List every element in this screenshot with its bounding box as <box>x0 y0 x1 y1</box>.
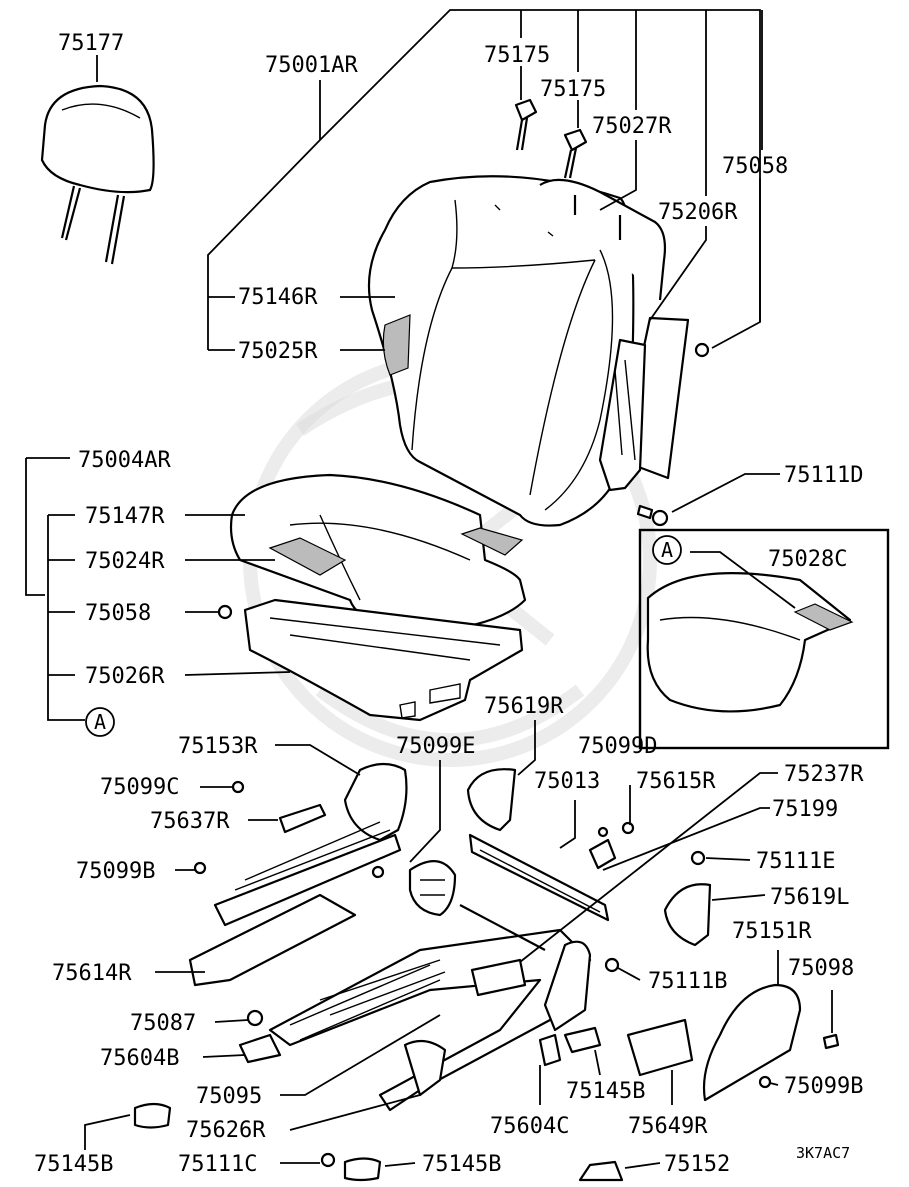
callout-a-detail: A <box>652 535 682 565</box>
part-label-75177: 75177 <box>58 31 124 56</box>
leader-lines <box>25 9 833 1169</box>
part-label-75175-a: 75175 <box>484 43 550 68</box>
callout-letter: A <box>661 538 673 562</box>
part-label-75649r: 75649R <box>628 1114 708 1139</box>
part-labels: 75177 75001AR 75175 75175 75027R 75058 7… <box>34 31 864 1177</box>
part-label-75151r: 75151R <box>732 919 812 944</box>
part-label-75626r: 75626R <box>186 1118 266 1143</box>
detail-a-box <box>638 528 890 750</box>
callout-letter: A <box>94 710 106 734</box>
seat-cushion-shape <box>217 473 527 634</box>
part-label-75026r: 75026R <box>85 664 165 689</box>
part-label-75004ar: 75004AR <box>78 448 171 473</box>
part-label-75619l: 75619L <box>770 885 849 910</box>
part-label-75111c: 75111C <box>178 1152 257 1177</box>
part-label-75111b: 75111B <box>648 969 727 994</box>
part-label-75024r: 75024R <box>85 549 165 574</box>
part-label-75199: 75199 <box>772 797 838 822</box>
part-label-75175-b: 75175 <box>540 77 606 102</box>
part-label-75206r: 75206R <box>658 200 738 225</box>
seat-pan-shape <box>243 598 524 722</box>
part-label-75099b-right: 75099B <box>784 1074 863 1099</box>
part-label-75099d: 75099D <box>578 734 657 759</box>
part-label-75098: 75098 <box>788 956 854 981</box>
part-label-75145b-left: 75145B <box>34 1152 113 1177</box>
part-label-75145b-bottom: 75145B <box>422 1152 501 1177</box>
catalog-code: 3K7AC7 <box>796 1144 850 1162</box>
part-label-75028c: 75028C <box>768 547 847 572</box>
part-label-75099e: 75099E <box>396 734 475 759</box>
part-label-75237r: 75237R <box>784 762 864 787</box>
part-label-75153r: 75153R <box>178 734 258 759</box>
part-label-75615r: 75615R <box>636 769 716 794</box>
part-label-75152: 75152 <box>664 1152 730 1177</box>
part-label-75013: 75013 <box>534 769 600 794</box>
part-label-75637r: 75637R <box>150 809 230 834</box>
part-label-75099c: 75099C <box>100 775 179 800</box>
part-label-75027r: 75027R <box>592 114 672 139</box>
part-label-75058-top: 75058 <box>722 154 788 179</box>
part-label-75145b-mid: 75145B <box>566 1079 645 1104</box>
part-label-75147r: 75147R <box>85 504 165 529</box>
seat-adjuster-mechanism-shapes <box>133 762 840 1182</box>
part-label-75058-mid: 75058 <box>85 601 151 626</box>
part-label-75146r: 75146R <box>238 285 318 310</box>
callout-a-bottom: A <box>85 707 115 737</box>
part-label-75001ar: 75001AR <box>265 53 358 78</box>
headrest-guide-shapes <box>514 98 588 179</box>
part-label-75604c: 75604C <box>490 1114 569 1139</box>
part-label-75111e: 75111E <box>756 849 835 874</box>
part-label-75025r: 75025R <box>238 339 318 364</box>
part-label-75614r: 75614R <box>52 961 132 986</box>
part-label-75604b: 75604B <box>100 1046 179 1071</box>
seat-back-frame-shape <box>539 178 710 527</box>
headrest-shape <box>40 84 155 265</box>
part-label-75095: 75095 <box>196 1084 262 1109</box>
part-label-75111d: 75111D <box>784 463 863 488</box>
part-label-75099b-left: 75099B <box>76 859 155 884</box>
part-label-75619r: 75619R <box>484 694 564 719</box>
part-label-75087: 75087 <box>130 1011 196 1036</box>
seat-back-shape <box>367 175 635 527</box>
